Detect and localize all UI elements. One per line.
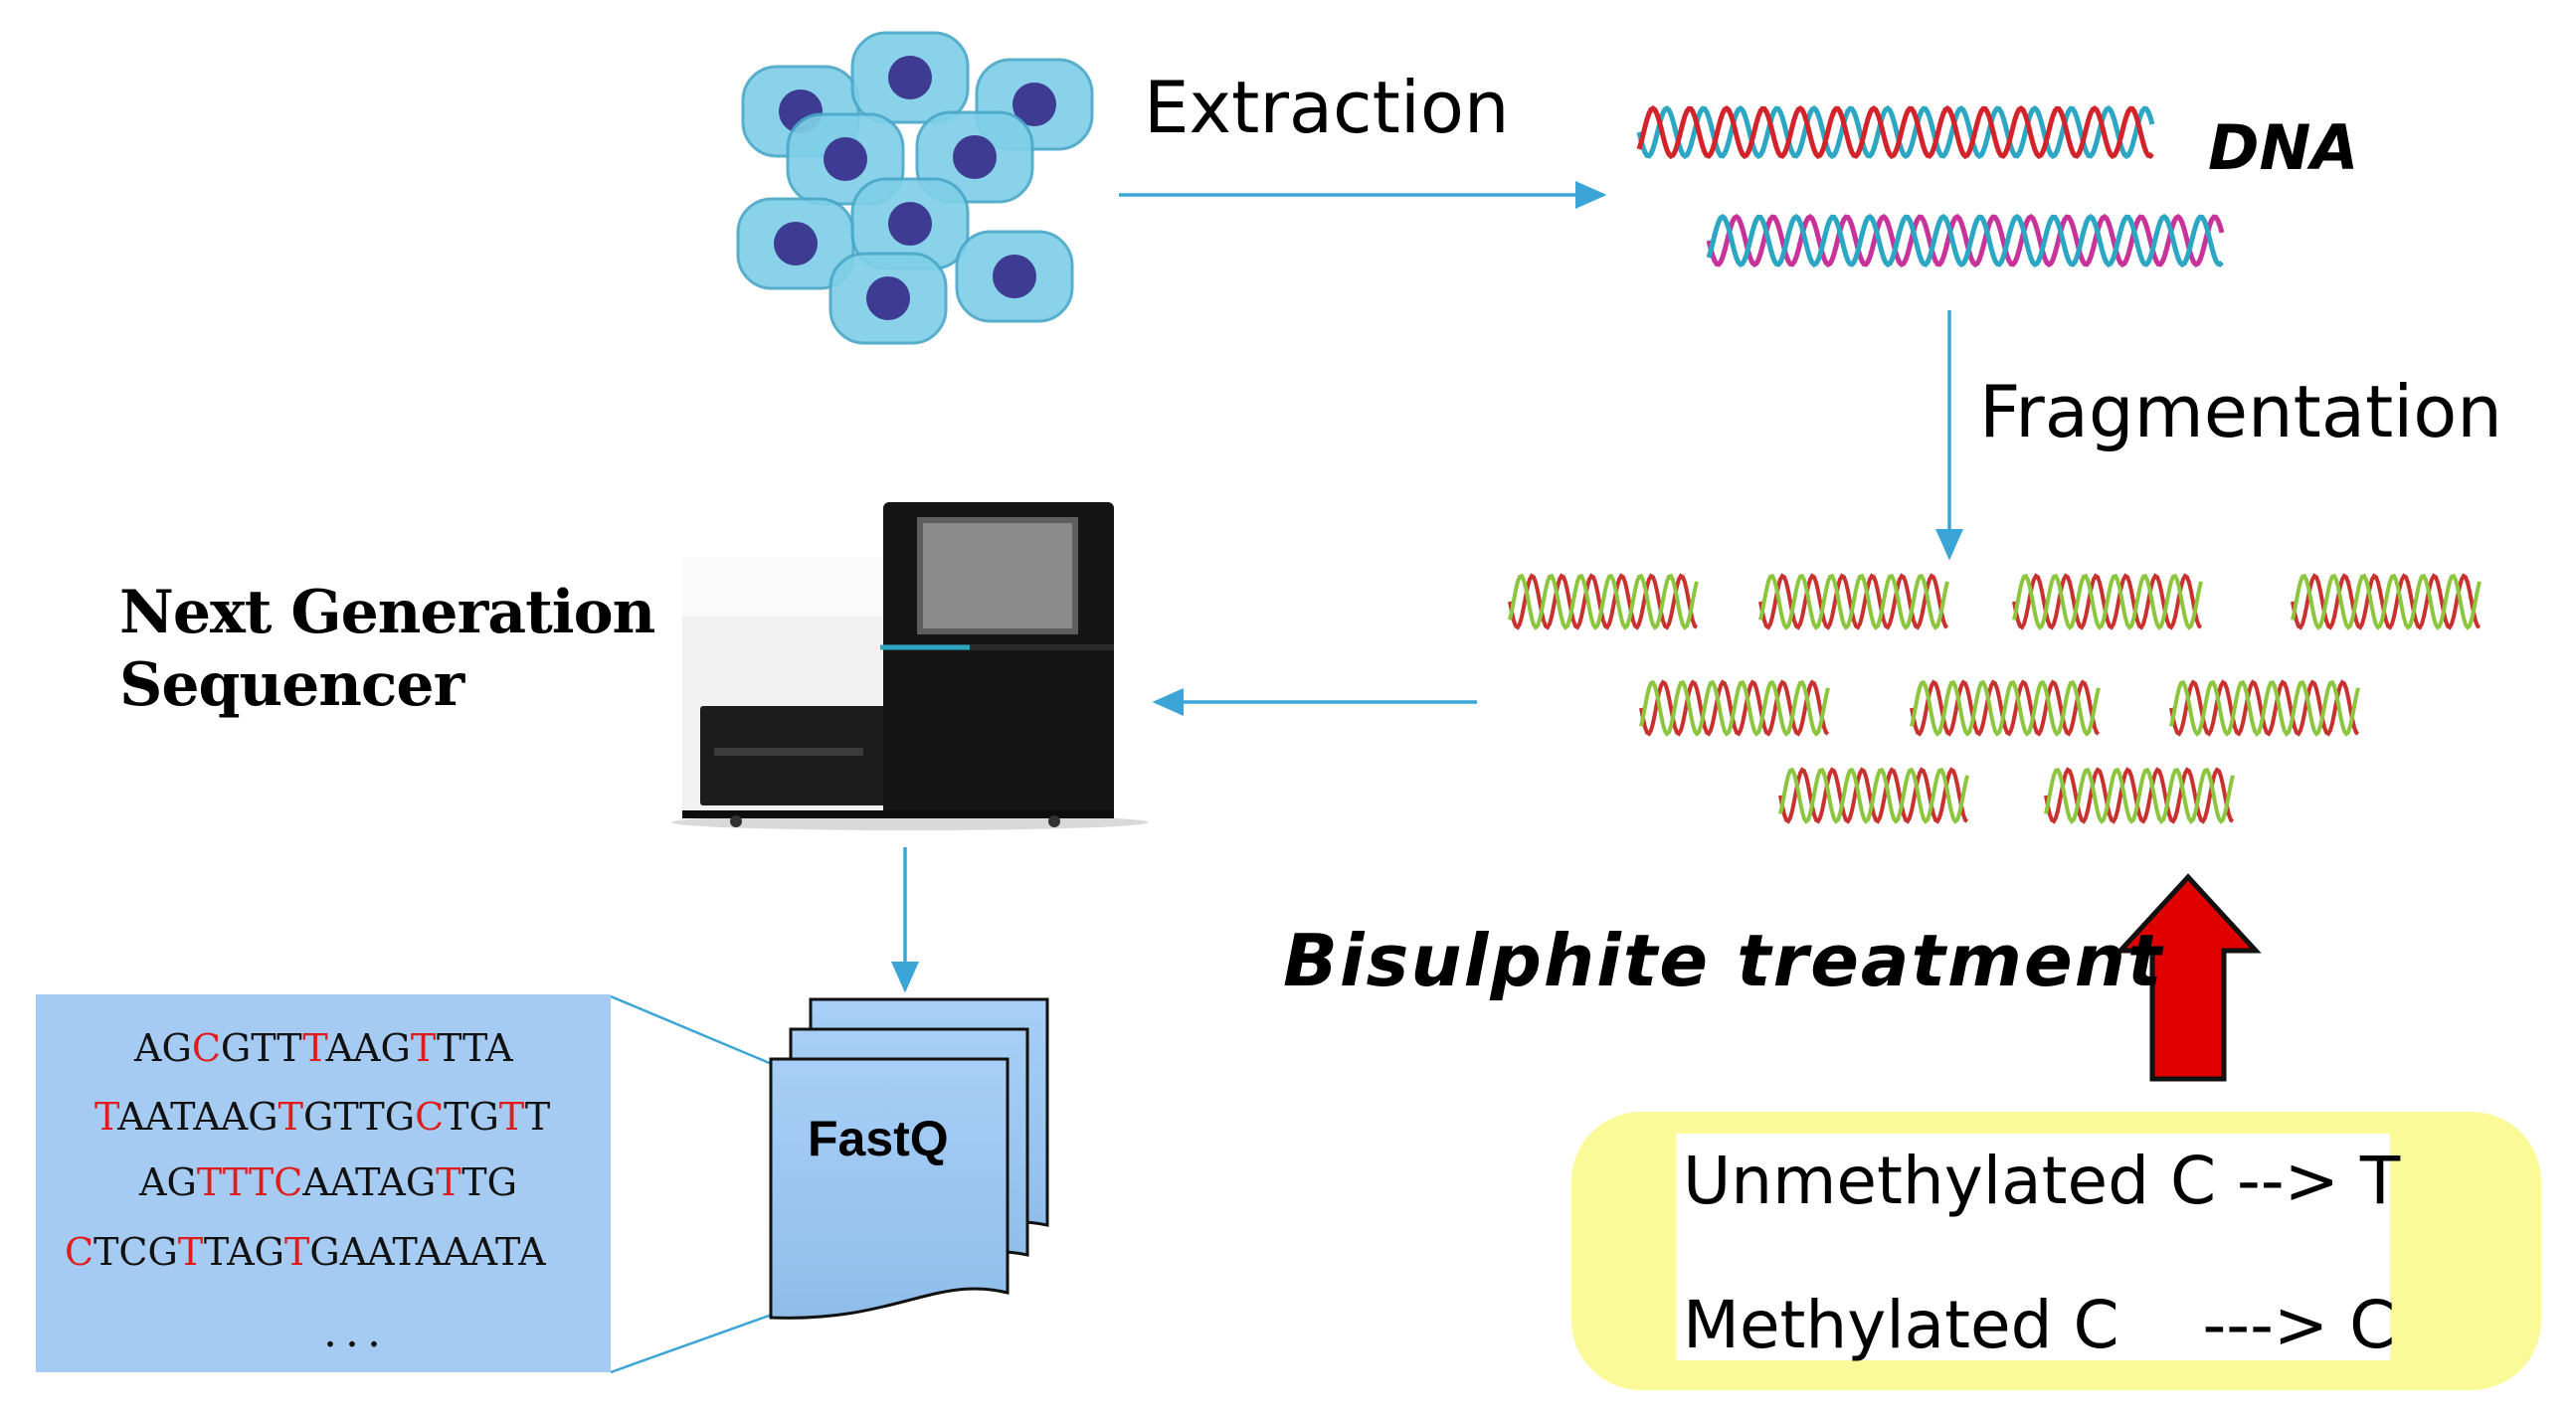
converted-base: T — [277, 1095, 303, 1139]
cell — [850, 31, 970, 124]
cell — [736, 197, 855, 290]
connector-line-top — [610, 994, 773, 1066]
converted-base: C — [415, 1095, 445, 1139]
dna-double-helix — [1636, 104, 2225, 268]
fastq-label: FastQ — [808, 1111, 949, 1166]
sequence-ellipsis: ... — [323, 1307, 389, 1357]
bisulphite-treatment-label: Bisulphite treatment — [1283, 919, 2164, 1002]
sequence-reads-panel — [36, 994, 611, 1372]
helix-strand-pair — [2012, 573, 2203, 630]
base-run: TAG — [203, 1230, 284, 1274]
sequence-read: AGCGTTTAAGTTTA — [134, 1029, 513, 1067]
base-run: GAATAAATA — [309, 1230, 546, 1274]
helix-strand-pair — [2169, 679, 2360, 737]
converted-base: C — [191, 1026, 221, 1070]
helix-strand-pair — [2291, 573, 2482, 630]
connector-line-bottom — [610, 1313, 773, 1374]
converted-base: T — [302, 1026, 326, 1070]
converted-base: T — [436, 1160, 462, 1204]
converted-base: C — [65, 1230, 94, 1274]
methylated-rule: Methylated C ---> C — [1683, 1287, 2396, 1363]
helix-strand-pair — [1639, 679, 1830, 737]
helix-strand-pair — [2044, 767, 2235, 824]
base-run: AAG — [325, 1026, 411, 1070]
base-run: TCG — [93, 1230, 178, 1274]
cell — [975, 58, 1094, 151]
helix-strand-pair — [1778, 767, 1969, 824]
base-run: AATAAG — [117, 1095, 278, 1139]
helix-strand-pair — [1508, 573, 1699, 630]
helix-strand-pair — [1758, 573, 1949, 630]
sequencer-label-line1: Next Generation — [119, 578, 655, 647]
fragmentation-label: Fragmentation — [1979, 370, 2502, 453]
base-run: TTA — [436, 1026, 513, 1070]
fastq-documents-icon — [769, 997, 1049, 1320]
base-run: AG — [134, 1026, 192, 1070]
sequence-read: AGTTTCAATAGTTG — [139, 1163, 517, 1201]
bisulphite-arrow-icon — [2115, 873, 2262, 1082]
sequence-read: CTCGTTAGTGAATAAATA — [65, 1233, 546, 1271]
base-run: AG — [139, 1160, 197, 1204]
helix-strand-pair — [1910, 679, 2101, 737]
converted-base: TTT — [196, 1160, 275, 1204]
converted-base: T — [410, 1026, 437, 1070]
converted-base: T — [498, 1095, 525, 1139]
dna-label: DNA — [2208, 111, 2359, 184]
converted-base: T — [177, 1230, 204, 1274]
methylation-rules-panel — [1676, 1134, 2390, 1360]
base-run: GTT — [220, 1026, 303, 1070]
helix-strand-pair — [1706, 213, 2225, 268]
converted-base: T — [284, 1230, 310, 1274]
sequencer-label-line2: Sequencer — [119, 650, 464, 721]
base-run: T — [524, 1095, 551, 1139]
sequence-read: TAATAAGTGTTGCTGTT — [94, 1098, 550, 1136]
converted-base: C — [274, 1160, 303, 1204]
base-run: GTTG — [302, 1095, 416, 1139]
sequencer-label: Next Generation Sequencer — [119, 577, 655, 722]
base-run: G — [486, 1160, 517, 1204]
cell — [850, 177, 970, 270]
base-run: AATAG — [302, 1160, 437, 1204]
sequencer-machine-icon — [671, 502, 1149, 830]
cell — [955, 230, 1074, 323]
unmethylated-rule: Unmethylated C --> T — [1683, 1143, 2401, 1219]
cell — [828, 252, 948, 345]
base-run: TG — [444, 1095, 499, 1139]
converted-base: T — [94, 1095, 118, 1139]
extraction-label: Extraction — [1144, 66, 1510, 149]
dna-fragments — [1508, 573, 2482, 824]
helix-strand-pair — [1636, 104, 2155, 160]
base-run: T — [461, 1160, 487, 1204]
cells-illustration — [736, 31, 1094, 345]
